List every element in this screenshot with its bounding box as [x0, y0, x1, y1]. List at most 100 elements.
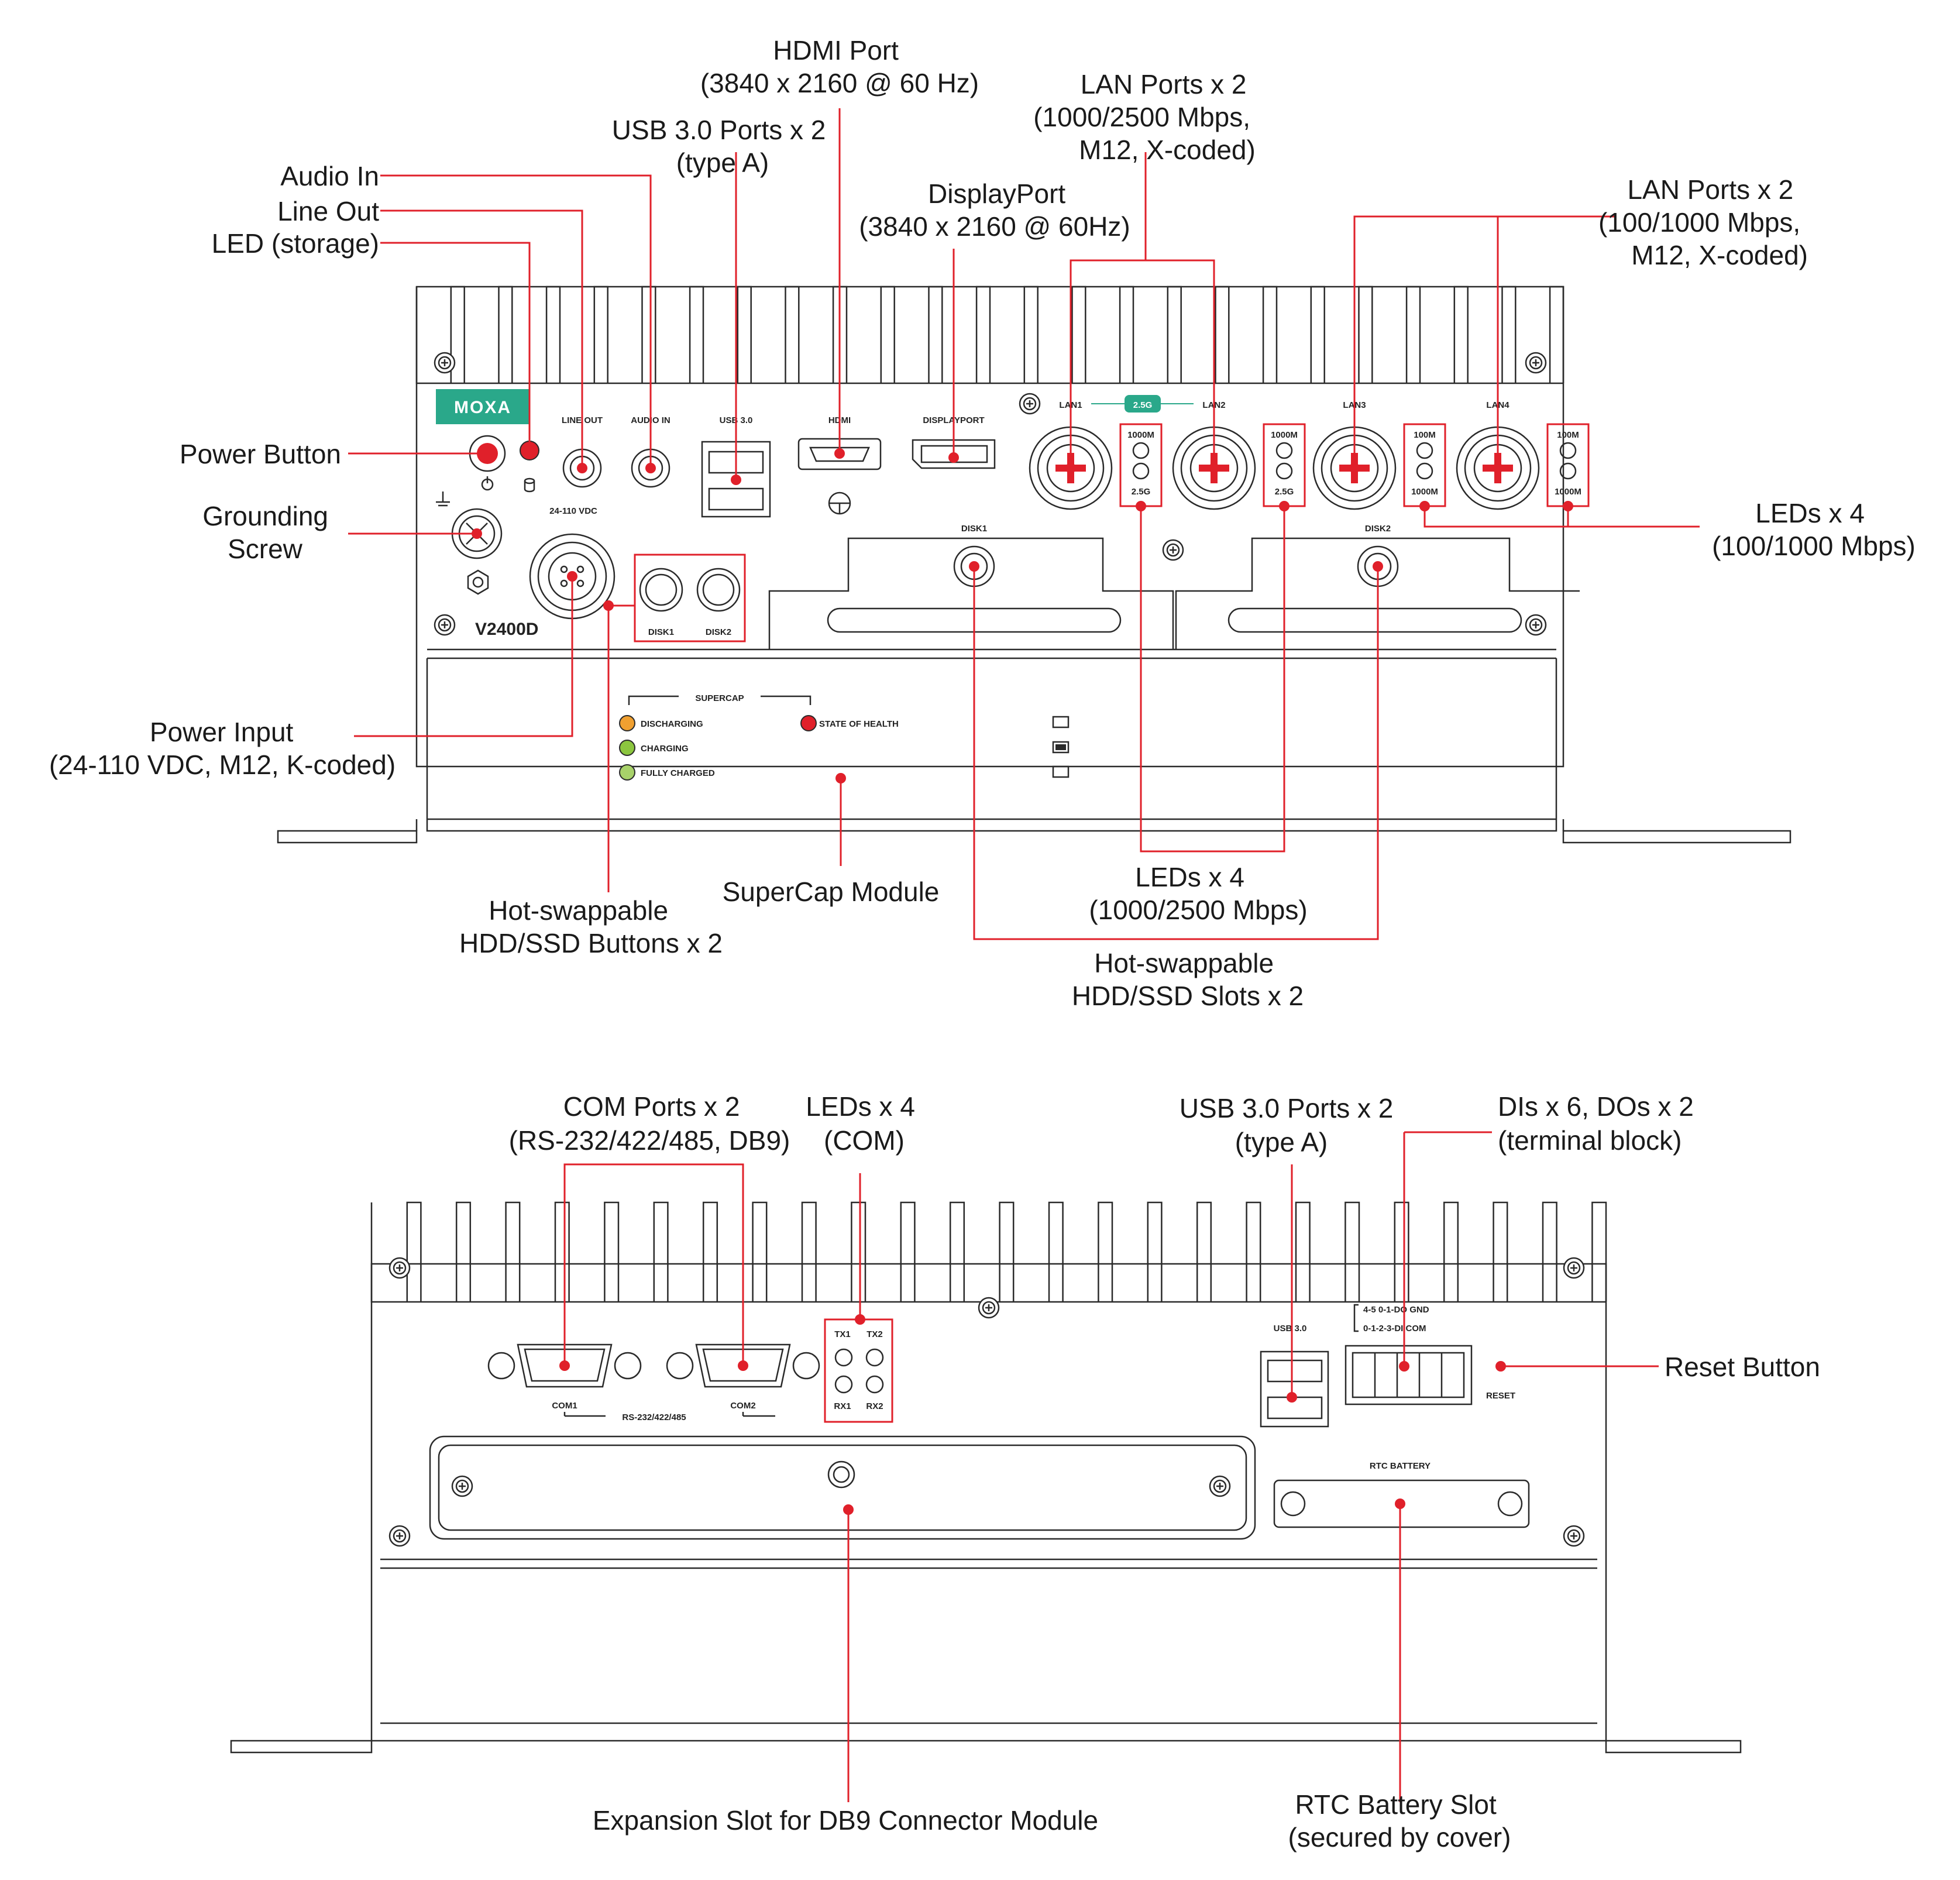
svg-text:RS-232/422/485: RS-232/422/485 — [622, 1412, 686, 1422]
leader-dot — [524, 445, 535, 456]
leader-dot — [969, 561, 979, 572]
leader-dot — [1495, 1361, 1506, 1372]
callout-expansion: Expansion Slot for DB9 Connector Module — [593, 1805, 1098, 1836]
leader-dot — [1349, 463, 1360, 473]
leader-dot — [1065, 463, 1076, 473]
callout-hs-buttons: Hot-swappable HDD/SSD Buttons x 2 — [459, 895, 723, 958]
front-chassis — [277, 286, 1791, 844]
svg-text:DISCHARGING: DISCHARGING — [641, 719, 703, 729]
callout-audio-in: Audio In — [280, 161, 379, 191]
terminal-block-top-label: 4-5 0-1-DO GND — [1363, 1305, 1429, 1315]
hotswap-buttons — [634, 554, 746, 642]
callout-line-out: Line Out — [277, 196, 379, 226]
rs-bracket: RS-232/422/485 — [563, 1412, 775, 1422]
ground-icon — [436, 492, 450, 507]
svg-text:1000M: 1000M — [1271, 430, 1298, 440]
supercap-legend: SUPERCAP DISCHARGING CHARGING FULLY CHAR… — [619, 693, 899, 781]
callout-leds-2500: LEDs x 4 (1000/2500 Mbps) — [1089, 862, 1307, 925]
svg-text:STATE OF HEALTH: STATE OF HEALTH — [819, 719, 899, 729]
leader-dot — [1279, 501, 1290, 511]
callout-lan-1000: LAN Ports x 2 (100/1000 Mbps, M12, X-cod… — [1598, 174, 1808, 270]
dio-terminal-block[interactable] — [1345, 1345, 1473, 1405]
leader-dot — [731, 475, 741, 485]
svg-text:RX1: RX1 — [834, 1401, 851, 1411]
svg-text:1000M: 1000M — [1411, 487, 1438, 497]
rear-view: COM1 COM2 RS-232/422/485 TX1 TX2 RX1 RX2… — [230, 1201, 1742, 1754]
storage-icon — [524, 477, 535, 493]
leader-dot — [1287, 1392, 1297, 1403]
disk1-button[interactable] — [639, 568, 683, 612]
hdmi-screw-icon — [828, 492, 851, 515]
rear-leaders — [563, 1131, 1659, 1802]
leader-dot — [1563, 501, 1573, 511]
com1-port[interactable] — [487, 1343, 642, 1388]
leader-dot — [855, 1314, 865, 1325]
leader-dot — [1419, 501, 1430, 511]
model-label: V2400D — [475, 620, 538, 639]
svg-text:1000M: 1000M — [1127, 430, 1154, 440]
rear-heatsink-fins — [370, 1201, 1607, 1303]
svg-text:100M: 100M — [1414, 430, 1436, 440]
leader-dot — [835, 773, 846, 783]
expansion-slot-screw — [827, 1460, 855, 1489]
leader-dot — [1136, 501, 1146, 511]
callout-power-button: Power Button — [180, 439, 341, 469]
moxa-logo: MOXA — [436, 389, 529, 424]
leader-dot — [472, 528, 482, 539]
com2-port[interactable] — [666, 1343, 820, 1388]
disk2-button[interactable] — [696, 568, 741, 612]
rtc-label: RTC BATTERY — [1370, 1461, 1431, 1471]
rear-chassis — [230, 1257, 1742, 1754]
callout-reset: Reset Button — [1665, 1352, 1820, 1382]
svg-text:FULLY CHARGED: FULLY CHARGED — [641, 768, 715, 778]
leader-dot — [948, 452, 959, 463]
com2-label: COM2 — [730, 1401, 755, 1411]
lan3-4-leds: 100M 1000M — [1403, 423, 1446, 507]
svg-text:2.5G: 2.5G — [1132, 487, 1151, 497]
disk1-button-label: DISK1 — [648, 627, 674, 637]
callout-grounding: Grounding Screw — [202, 501, 336, 564]
callout-lan-2500: LAN Ports x 2 (1000/2500 Mbps, M12, X-co… — [1033, 69, 1258, 165]
leader-dot — [1395, 1498, 1405, 1509]
leader-dot — [738, 1360, 748, 1371]
svg-text:CHARGING: CHARGING — [641, 744, 689, 754]
svg-text:100M: 100M — [1557, 430, 1579, 440]
power-icon — [481, 476, 494, 491]
battery-icons — [1052, 716, 1070, 778]
svg-text:RX2: RX2 — [866, 1401, 883, 1411]
front-leaders — [348, 108, 1700, 940]
power-vdc-label: 24-110 VDC — [549, 506, 597, 516]
leader-dot — [843, 1504, 854, 1515]
disk2-tray[interactable] — [1175, 537, 1580, 649]
leader-dot — [577, 463, 587, 473]
com-leds: TX1 TX2 RX1 RX2 — [824, 1318, 893, 1423]
front-callouts: HDMI Port (3840 x 2160 @ 60 Hz) LAN Port… — [49, 35, 1916, 1011]
svg-text:SUPERCAP: SUPERCAP — [695, 693, 744, 703]
leader-dot — [1373, 561, 1383, 572]
rtc-battery-cover[interactable] — [1273, 1479, 1530, 1528]
disk2-slot-label: DISK2 — [1365, 524, 1391, 534]
callout-supercap: SuperCap Module — [723, 877, 940, 907]
callout-displayport: DisplayPort (3840 x 2160 @ 60Hz) — [859, 178, 1130, 242]
rear-usb-ports[interactable] — [1260, 1350, 1329, 1428]
callout-hs-slots: Hot-swappable HDD/SSD Slots x 2 — [1072, 948, 1304, 1011]
front-view: MOXA LINE OUT AUDIO IN USB 3 — [277, 286, 1791, 844]
expansion-slot-cover[interactable] — [429, 1435, 1256, 1540]
svg-text:2.5G: 2.5G — [1133, 400, 1153, 410]
leader-dot — [1399, 1361, 1409, 1372]
disk1-slot-label: DISK1 — [961, 524, 987, 534]
leader-dot — [603, 600, 614, 611]
lan2-3-leds: 1000M 2.5G — [1263, 423, 1306, 507]
callout-led-storage: LED (storage) — [212, 228, 379, 259]
leader-dot — [559, 1360, 570, 1371]
disk1-tray[interactable] — [768, 537, 1174, 649]
svg-text:TX2: TX2 — [866, 1329, 883, 1339]
com1-label: COM1 — [552, 1401, 577, 1411]
lan1-2-leds: 1000M 2.5G — [1119, 423, 1163, 507]
callout-rtc: RTC Battery Slot (secured by cover) — [1288, 1789, 1511, 1852]
leader-dot — [834, 448, 845, 459]
rear-usb-label: USB 3.0 — [1274, 1324, 1307, 1333]
leader-dot — [567, 571, 577, 582]
front-heatsink-fins — [415, 286, 1564, 384]
